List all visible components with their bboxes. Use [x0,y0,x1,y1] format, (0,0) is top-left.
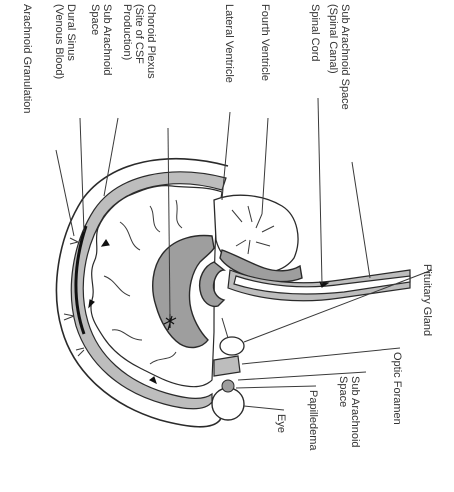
label-lateral-ventricle: Lateral Ventricle [223,4,235,83]
pituitary-shape [220,337,244,355]
label-optic-foramen: Optic Foramen [391,352,403,425]
label-sub-arachnoid-space-top: Sub Arachnoid Space [89,4,113,79]
label-papilledema: Papilledema [307,390,319,451]
label-fourth-ventricle: Fourth Ventricle [259,4,271,81]
label-choroid-plexus: Choroid Plexus (Site of CSF Production) [121,4,157,82]
label-spinal-cord: Spinal Cord [309,4,321,61]
eye-disc [222,380,234,392]
label-sub-arachnoid-space-bottom: Sub Arachnoid Space [337,376,361,451]
label-sub-arachnoid-space-spinal: Sub Arachnoid Space (Spinal Canal) [327,4,351,113]
label-dural-sinus: Dural Sinus (Venous Blood) [53,4,77,79]
eye-shape [212,388,244,420]
label-pituitary-gland: Pituitary Gland [421,264,433,336]
optic-nerve [214,356,240,376]
label-arachnoid-granulation: Arachnoid Granulation [21,4,33,113]
label-eye: Eye [275,414,287,433]
pituitary-stalk [222,318,228,338]
